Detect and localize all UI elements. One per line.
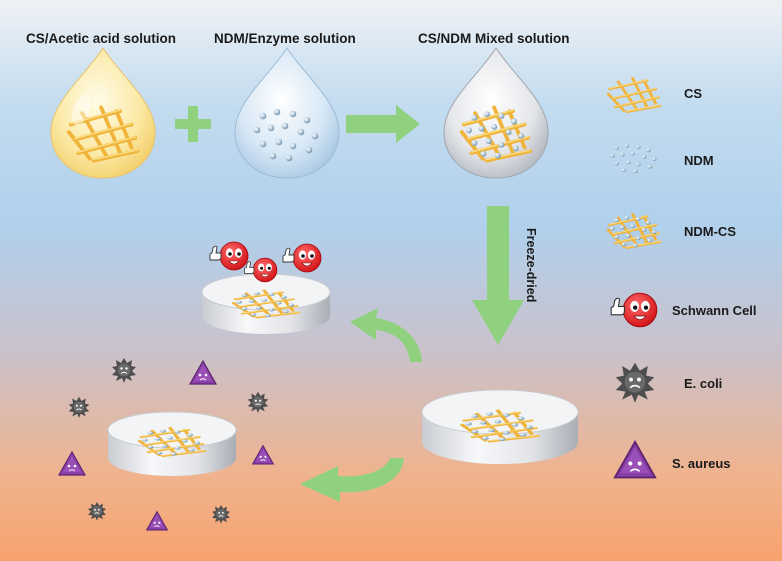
arrow-right-icon	[346, 105, 420, 143]
plus-icon	[175, 106, 211, 142]
scaffold-disc-with-cells	[201, 273, 331, 334]
droplet-cs-ndm-mixed	[443, 47, 549, 179]
droplet-ndm-enzyme	[234, 47, 340, 179]
legend-label-cs: CS	[684, 86, 703, 101]
scaffold-disc-large	[421, 389, 579, 464]
curved-arrow-to-bacteria-icon	[300, 458, 404, 502]
legend-label-ndm: NDM	[684, 153, 714, 168]
legend-label-ecoli: E. coli	[684, 376, 723, 391]
legend-label-saureus: S. aureus	[672, 456, 731, 471]
title-cs-acetic-acid: CS/Acetic acid solution	[26, 31, 177, 46]
curved-arrow-to-cells-icon	[350, 308, 422, 362]
legend-label-ndm-cs: NDM-CS	[684, 224, 736, 239]
droplet-cs-acetic-acid	[50, 47, 156, 179]
title-cs-ndm-mixed: CS/NDM Mixed solution	[418, 31, 570, 46]
title-ndm-enzyme: NDM/Enzyme solution	[214, 31, 356, 46]
scaffold-disc-antibacterial	[107, 411, 237, 476]
legend-label-schwann-cell: Schwann Cell	[672, 303, 757, 318]
arrow-down-icon	[472, 206, 524, 345]
label-freeze-dried: Freeze-dried	[524, 228, 538, 303]
